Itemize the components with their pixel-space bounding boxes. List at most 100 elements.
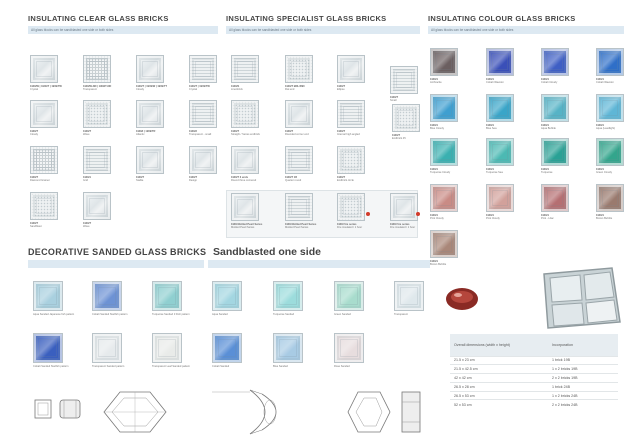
brick-name: Aqua (Leadlight)	[596, 127, 616, 131]
brick-code: 1909/T	[231, 130, 240, 133]
brick-code: 1909/1	[430, 214, 438, 217]
glass-brick	[430, 138, 458, 166]
brick-name: Turquoise Sea	[486, 171, 503, 175]
brick-code: 1909/1	[430, 168, 438, 171]
brick-code: 1909/T	[83, 222, 92, 225]
glass-brick	[541, 48, 569, 76]
brick-name: Transparent	[83, 88, 97, 92]
specialist-section-subtitle: All glass blocks can be sandblasted one …	[226, 26, 420, 34]
brick-code: 1909/1	[596, 168, 604, 171]
brick-caption: Turquoise Sanded 3 Fish pattern	[152, 313, 190, 316]
brick-name: Turquoise	[541, 171, 553, 175]
brick-code: 1909/T	[30, 130, 39, 133]
brick-code: 1909/1	[486, 214, 494, 217]
table-cell: 52 x 53 cm	[450, 399, 548, 409]
glass-brick	[337, 55, 365, 83]
brick-name: Wave	[83, 133, 90, 137]
brick-code: 1909/W-ND | 1909/T-ND	[83, 85, 112, 88]
glass-brick	[430, 94, 458, 122]
brick-name: Blue Sanded	[273, 365, 288, 368]
glass-brick	[189, 55, 217, 83]
brick-caption: Cobalt Sanded	[212, 365, 229, 368]
glass-brick	[394, 281, 424, 311]
table-cell: 1 x 2 bricks 19B	[548, 364, 618, 374]
glass-brick	[430, 230, 458, 258]
brick-code: 1909/T	[337, 130, 346, 133]
dimensions-table: Overall dimensions (width x height) Inco…	[450, 334, 618, 409]
brick-name: Rose Sanded	[334, 365, 350, 368]
fire-marker-icon	[366, 212, 370, 216]
glass-brick	[392, 104, 420, 132]
brick-code: 1909/T	[337, 85, 346, 88]
glass-brick	[486, 94, 514, 122]
brick-name: Fire insulated / 1 hour	[337, 226, 363, 230]
glass-brick	[337, 193, 365, 221]
brick-name: Endbrick 45	[392, 137, 406, 141]
glass-brick	[285, 193, 313, 221]
brick-name: Grid	[83, 179, 88, 183]
brick-name: Green Cloudy	[596, 171, 613, 175]
glass-brick	[285, 100, 313, 128]
brick-code: 1909/T	[30, 176, 39, 179]
brick-name: Aqua Sanded Japanese fish pattern	[33, 313, 75, 316]
brick-code: 1909/T	[337, 176, 346, 179]
table-cell: 21.5 x 23 cm	[450, 355, 548, 365]
red-glass-sample-image	[444, 283, 480, 313]
glass-brick	[596, 48, 624, 76]
brick-name: Cobalt Wavelet	[596, 81, 614, 85]
glass-brick	[152, 333, 182, 363]
glass-brick	[273, 333, 303, 363]
brick-caption: Transparent Sanded pattern	[92, 365, 124, 368]
brick-name: Transparent Sanded pattern	[92, 365, 125, 368]
brick-code: 1909/T	[392, 134, 401, 137]
brick-name: Sandblast	[30, 225, 42, 229]
brick-name: Design	[189, 179, 198, 183]
brick-code: 1909 Fire series	[390, 223, 410, 226]
glass-brick	[33, 333, 63, 363]
table-cell: 42 x 42 cm	[450, 373, 548, 383]
brick-code: 1909/T	[136, 176, 145, 179]
glass-brick	[541, 184, 569, 212]
brick-name: Crystal	[30, 88, 39, 92]
glass-brick	[285, 146, 313, 174]
brick-name: Quarter round	[285, 179, 302, 183]
glass-brick	[30, 55, 58, 83]
brick-code: 1909/T | 1909/TW	[189, 85, 210, 88]
brick-name: Green Sanded	[334, 313, 351, 316]
brick-code: 1909/T	[83, 130, 92, 133]
brick-name: Diamond Grainer	[30, 179, 50, 183]
brick-name: Anthracite	[430, 81, 442, 85]
brick-code: 1909/T BDL/R90	[285, 85, 305, 88]
brick-name: Turquoise Sanded	[273, 313, 295, 316]
brick-name: Pink - Lilac	[541, 217, 554, 221]
glass-brick	[596, 184, 624, 212]
colour-section-title: INSULATING COLOUR GLASS BRICKS	[428, 14, 576, 23]
table-cell: 2 x 2 bricks 19B	[548, 373, 618, 383]
brick-name: Wave	[83, 225, 90, 229]
brick-code: 1909/T	[30, 222, 39, 225]
sandblasted-section-title: Sandblasted one side	[213, 246, 321, 258]
specialist-section-title: INSULATING SPECIALIST GLASS BRICKS	[226, 14, 387, 23]
